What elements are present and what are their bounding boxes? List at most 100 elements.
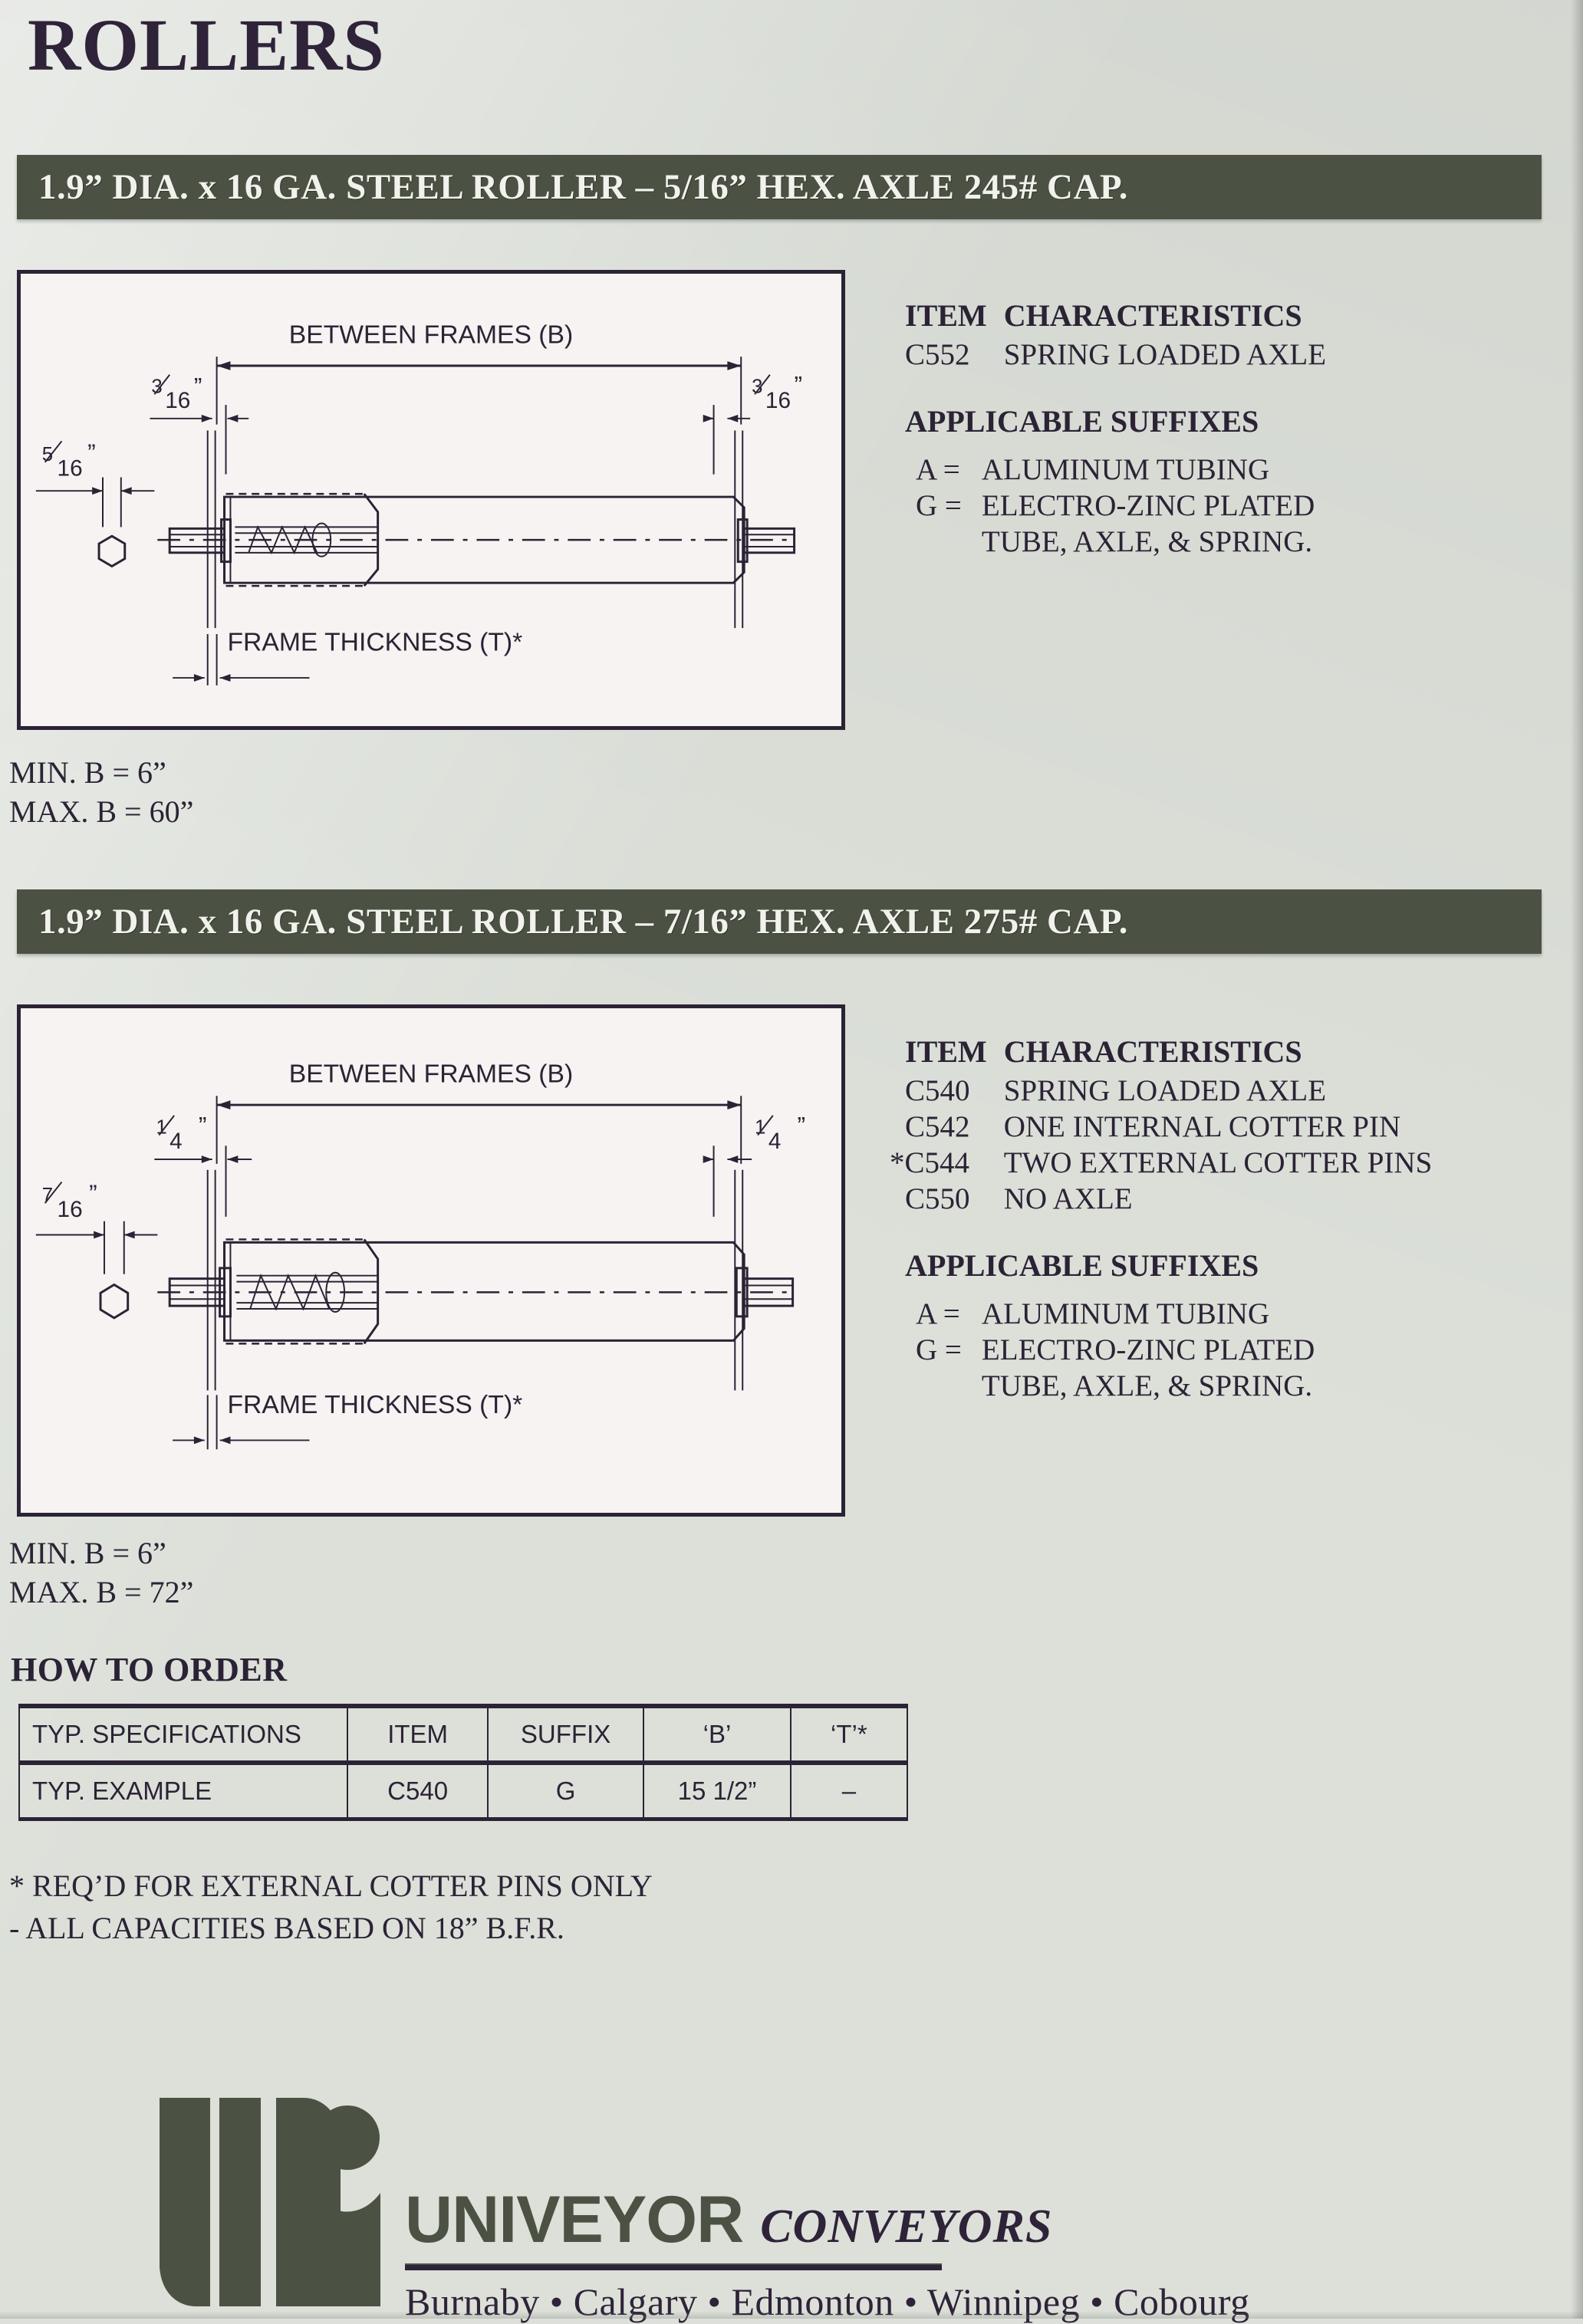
- item-characteristic: TWO EXTERNAL COTTER PINS: [1003, 1146, 1433, 1179]
- brand-subtitle: CONVEYORS: [760, 2201, 1053, 2253]
- col-header-b: ‘B’: [643, 1704, 792, 1765]
- brand-divider: [405, 2263, 942, 2270]
- col-header-item: ITEM: [905, 1034, 987, 1069]
- table-row: TYP. EXAMPLE C540 G 15 1/2” –: [18, 1762, 909, 1821]
- spec-column-1: ITEM CHARACTERISTICS C552 SPRING LOADED …: [905, 297, 1580, 560]
- page-edge-shadow-bottom: [0, 2311, 1583, 2319]
- page-title: ROLLERS: [28, 4, 385, 86]
- col-header-item: ITEM: [347, 1704, 489, 1765]
- table-header-row: ITEM CHARACTERISTICS: [905, 297, 1326, 337]
- max-b-text: MAX. B = 60”: [9, 794, 194, 830]
- suffix-key: G =: [916, 1333, 962, 1366]
- cell-typ-example: TYP. EXAMPLE: [18, 1762, 349, 1821]
- suffix-row: A = ALUMINUM TUBING: [916, 1296, 1315, 1332]
- cell-item: C540: [347, 1762, 489, 1821]
- suffix-key: A =: [916, 1297, 960, 1330]
- col-header-typ-specifications: TYP. SPECIFICATIONS: [18, 1704, 349, 1765]
- between-frames-label-1: BETWEEN FRAMES (B): [289, 321, 573, 350]
- table-row: C542 ONE INTERNAL COTTER PIN: [905, 1109, 1432, 1145]
- min-max-b-2: MIN. B = 6” MAX. B = 72”: [9, 1533, 193, 1612]
- table-header-row: ITEM CHARACTERISTICS: [905, 1034, 1432, 1073]
- suffix-value: ALUMINUM TUBING: [981, 453, 1270, 486]
- table-header-row: TYP. SPECIFICATIONS ITEM SUFFIX ‘B’ ‘T’*: [18, 1704, 909, 1765]
- item-code: C552: [905, 338, 970, 371]
- roller-diagram-2: BETWEEN FRAMES (B) 1 4 ” 1 4 ” 7 16 ”: [17, 1004, 845, 1517]
- col-header-suffix: SUFFIX: [486, 1704, 645, 1765]
- brand-line: UNIVEYOR CONVEYORS: [405, 2187, 1295, 2253]
- suffixes-table-1: A = ALUMINUM TUBING G = ELECTRO-ZINC PLA…: [916, 452, 1315, 560]
- section-banner-2-text: 1.9” DIA. x 16 GA. STEEL ROLLER – 7/16” …: [38, 902, 1129, 942]
- frame-thickness-label-2: FRAME THICKNESS (T)*: [227, 1391, 522, 1419]
- max-b-text: MAX. B = 72”: [9, 1575, 194, 1610]
- how-to-order-table: TYP. SPECIFICATIONS ITEM SUFFIX ‘B’ ‘T’*…: [18, 1704, 909, 1821]
- hex-size-num-2: 7: [42, 1185, 53, 1206]
- table-row: C550 NO AXLE: [905, 1181, 1432, 1217]
- brand-name: UNIVEYOR: [405, 2183, 744, 2257]
- min-max-b-1: MIN. B = 6” MAX. B = 60”: [9, 753, 193, 831]
- brand-cities: Burnaby • Calgary • Edmonton • Winnipeg …: [405, 2280, 1250, 2323]
- section-banner-1: 1.9” DIA. x 16 GA. STEEL ROLLER – 5/16” …: [17, 155, 1542, 219]
- roller-diagram-1: BETWEEN FRAMES (B) 3 16 ” 3 16 ” 5 16 ”: [17, 270, 845, 730]
- footnote-line-1: * REQ’D FOR EXTERNAL COTTER PINS ONLY: [9, 1869, 653, 1903]
- roller-diagram-1-svg: BETWEEN FRAMES (B) 3 16 ” 3 16 ” 5 16 ”: [35, 321, 802, 685]
- item-star: *: [890, 1146, 905, 1179]
- gap-right-den-1: 16: [765, 388, 791, 413]
- gap-left-num-2: 1: [156, 1117, 166, 1139]
- gap-right-unit-2: ”: [798, 1112, 806, 1139]
- suffix-value: ALUMINUM TUBING: [981, 1297, 1270, 1330]
- hex-size-unit-2: ”: [89, 1179, 97, 1207]
- suffix-row-continuation: TUBE, AXLE, & SPRING.: [916, 524, 1315, 560]
- suffix-value: ELECTRO-ZINC PLATED: [981, 489, 1315, 522]
- applicable-suffixes-header-1: APPLICABLE SUFFIXES: [905, 404, 1259, 439]
- hex-axle-end-icon-1: [97, 534, 127, 568]
- gap-left-den-1: 16: [165, 388, 190, 413]
- suffix-row: G = ELECTRO-ZINC PLATED: [916, 1332, 1315, 1368]
- gap-left-den-2: 4: [169, 1129, 183, 1154]
- col-header-characteristics: CHARACTERISTICS: [1003, 298, 1302, 333]
- suffix-value-line2: TUBE, AXLE, & SPRING.: [981, 525, 1313, 558]
- item-characteristic: ONE INTERNAL COTTER PIN: [1003, 1110, 1401, 1143]
- item-code: C550: [905, 1182, 970, 1215]
- gap-right-den-2: 4: [768, 1129, 782, 1154]
- section-banner-1-text: 1.9” DIA. x 16 GA. STEEL ROLLER – 5/16” …: [38, 167, 1129, 207]
- item-code: C540: [905, 1074, 970, 1107]
- hex-size-unit-1: ”: [87, 439, 96, 466]
- suffix-value: ELECTRO-ZINC PLATED: [981, 1333, 1315, 1366]
- col-header-characteristics: CHARACTERISTICS: [1003, 1034, 1302, 1069]
- table-row: *C544 TWO EXTERNAL COTTER PINS: [890, 1145, 1433, 1181]
- cell-t: –: [789, 1762, 909, 1821]
- spec-column-2: ITEM CHARACTERISTICS C540 SPRING LOADED …: [890, 1034, 1583, 1404]
- frame-thickness-label-1: FRAME THICKNESS (T)*: [227, 629, 522, 657]
- table-row: C540 SPRING LOADED AXLE: [905, 1073, 1432, 1109]
- footnotes: * REQ’D FOR EXTERNAL COTTER PINS ONLY - …: [9, 1865, 653, 1949]
- suffixes-table-2: A = ALUMINUM TUBING G = ELECTRO-ZINC PLA…: [916, 1296, 1315, 1404]
- item-code: C542: [905, 1110, 970, 1143]
- gap-left-unit-2: ”: [199, 1112, 207, 1139]
- footnote-line-2: - ALL CAPACITIES BASED ON 18” B.F.R.: [9, 1911, 564, 1946]
- suffix-row: A = ALUMINUM TUBING: [916, 452, 1315, 488]
- section-banner-2: 1.9” DIA. x 16 GA. STEEL ROLLER – 7/16” …: [17, 889, 1542, 954]
- suffix-row: G = ELECTRO-ZINC PLATED: [916, 488, 1315, 524]
- min-b-text: MIN. B = 6”: [9, 1536, 166, 1570]
- item-characteristic: NO AXLE: [1003, 1182, 1133, 1215]
- item-characteristics-table-1: ITEM CHARACTERISTICS C552 SPRING LOADED …: [905, 297, 1326, 373]
- suffix-value-line2: TUBE, AXLE, & SPRING.: [981, 1369, 1313, 1402]
- suffix-key: A =: [916, 453, 960, 486]
- univeyor-logo-svg: [160, 2098, 380, 2306]
- gap-left-unit-1: ”: [194, 372, 202, 399]
- item-characteristic: SPRING LOADED AXLE: [1003, 1074, 1327, 1107]
- how-to-order-title: HOW TO ORDER: [11, 1651, 288, 1688]
- table-row: C552 SPRING LOADED AXLE: [905, 337, 1326, 373]
- suffix-key-empty: [916, 524, 982, 560]
- suffix-key: G =: [916, 489, 962, 522]
- hex-size-den-1: 16: [58, 456, 83, 482]
- gap-left-num-1: 3: [151, 376, 162, 397]
- page-edge-shadow-right: [1571, 0, 1583, 2319]
- hex-size-num-1: 5: [42, 444, 53, 465]
- roller-diagram-2-svg: BETWEEN FRAMES (B) 1 4 ” 1 4 ” 7 16 ”: [35, 1060, 806, 1450]
- item-characteristic: SPRING LOADED AXLE: [1003, 338, 1327, 371]
- col-header-t: ‘T’*: [789, 1704, 909, 1765]
- cell-suffix: G: [486, 1762, 645, 1821]
- cell-b: 15 1/2”: [643, 1762, 792, 1821]
- hex-axle-end-icon-2: [99, 1283, 130, 1320]
